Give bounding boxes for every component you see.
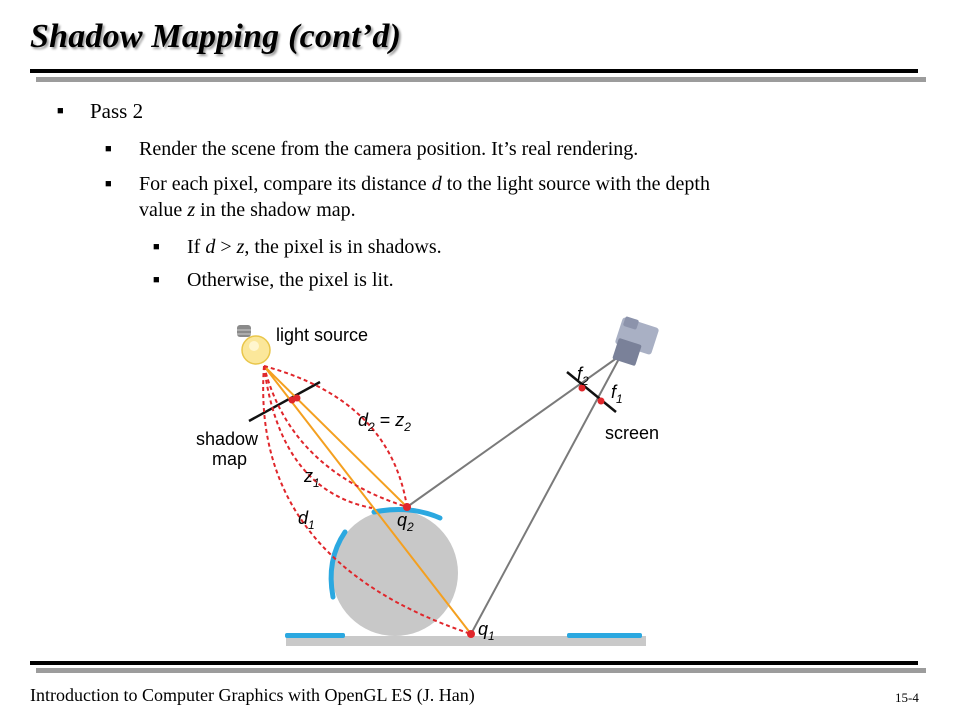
bullet-marker: ■	[105, 178, 112, 190]
label-f1: f1	[611, 382, 623, 406]
sphere	[332, 510, 458, 636]
slide-title: Shadow Mapping (cont’d)	[30, 18, 402, 55]
bullet-otherwise-lit: Otherwise, the pixel is lit.	[187, 269, 394, 291]
label-shadow: shadow	[196, 429, 259, 449]
label-q1: q1	[478, 619, 495, 643]
arc-d2	[263, 365, 408, 508]
bullet-marker: ■	[153, 274, 160, 286]
floor	[286, 636, 646, 646]
light-bulb-icon	[237, 325, 271, 365]
point-shadow-map-2	[293, 394, 301, 402]
label-q2: q2	[397, 510, 414, 534]
arc-z1	[263, 365, 373, 509]
point-f1	[597, 397, 605, 405]
bullet-compare-distance: For each pixel, compare its distance d t…	[139, 173, 710, 221]
arc-z2	[263, 365, 408, 508]
camera-icon	[612, 316, 659, 366]
point-f2	[578, 384, 586, 392]
bullet-render-scene: Render the scene from the camera positio…	[139, 138, 639, 160]
label-d1: d1	[298, 508, 315, 532]
lit-floor-right	[567, 633, 642, 638]
bullet-if-shadow: If d > z, the pixel is in shadows.	[187, 236, 442, 258]
footer-rule	[30, 661, 918, 665]
lit-floor-left	[285, 633, 345, 638]
bullet-marker: ■	[153, 241, 160, 253]
label-screen: screen	[605, 423, 659, 443]
label-d2-eq-z2: d2 = z2	[358, 410, 411, 434]
svg-text:d2 = z2: d2 = z2	[358, 410, 411, 434]
label-light-source: light source	[276, 325, 368, 345]
label-map: map	[212, 449, 247, 469]
screen-plane	[566, 371, 617, 413]
light-ray-q2	[263, 365, 408, 508]
bullet-marker: ■	[57, 105, 64, 117]
light-ray-q1	[263, 365, 472, 635]
lit-sphere-left	[328, 529, 348, 600]
shadow-map-plane	[248, 380, 321, 423]
footer-rule	[36, 668, 926, 673]
camera-ray-q1	[470, 354, 622, 635]
point-q1	[467, 630, 475, 638]
title-rule	[36, 77, 926, 82]
page-number: 15-4	[895, 690, 919, 705]
bullet-marker: ■	[105, 143, 112, 155]
title-rule	[30, 69, 918, 73]
footer-text: Introduction to Computer Graphics with O…	[30, 685, 475, 705]
arc-d1	[262, 365, 472, 635]
label-z1: z1	[303, 466, 320, 490]
bullet-pass-2: Pass 2	[90, 99, 144, 123]
point-q2	[403, 503, 411, 511]
label-f2: f2	[577, 364, 589, 388]
camera-ray-q2	[406, 354, 622, 508]
